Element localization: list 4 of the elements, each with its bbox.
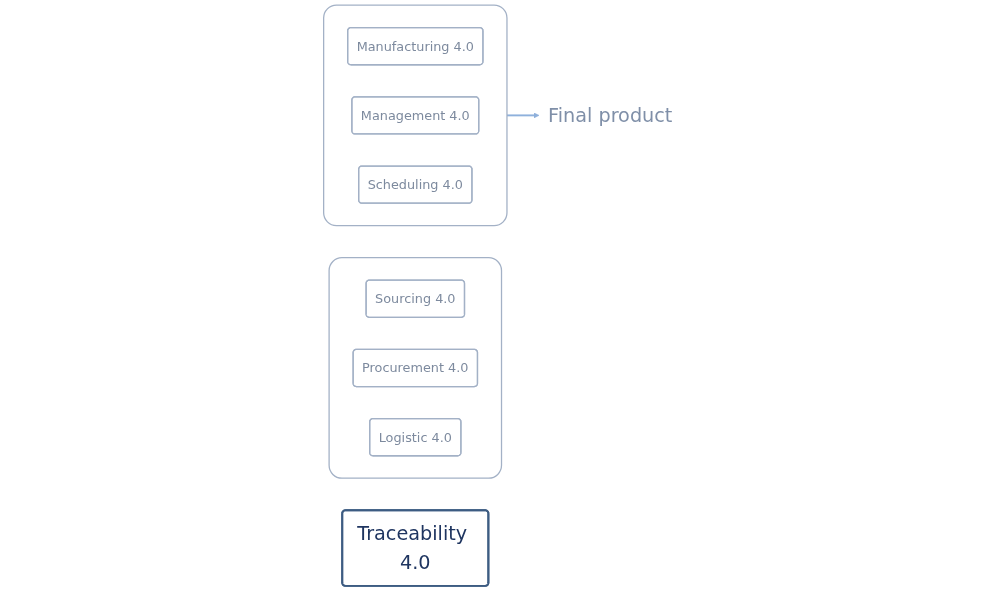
node-text: Final product xyxy=(547,104,673,127)
cluster xyxy=(323,4,508,227)
cluster xyxy=(328,257,503,479)
arrow xyxy=(506,112,540,119)
